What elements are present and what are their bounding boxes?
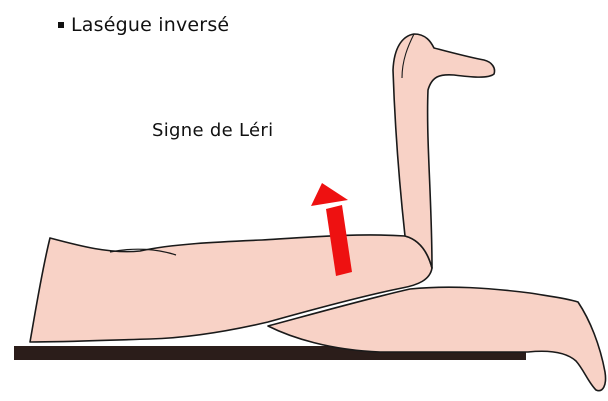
raised-leg bbox=[393, 34, 495, 268]
